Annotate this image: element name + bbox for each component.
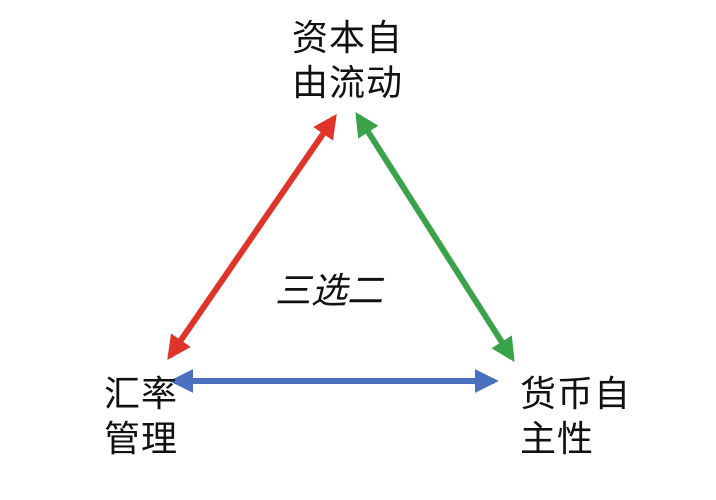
- node-exchange-rate-line1: 汇率: [104, 374, 179, 415]
- arrow-capital-monetary: [355, 111, 515, 363]
- center-label: 三选二: [275, 271, 384, 312]
- node-exchange-rate-line2: 管理: [104, 419, 179, 460]
- node-monetary-autonomy-line1: 货币自: [520, 374, 632, 415]
- node-capital-mobility: 资本自 由流动: [292, 16, 403, 106]
- node-exchange-rate-management: 汇率 管理: [104, 372, 178, 462]
- node-capital-mobility-line2: 由流动: [292, 63, 404, 104]
- node-monetary-autonomy: 货币自 主性: [520, 372, 631, 462]
- arrow-capital-exchange: [167, 114, 337, 360]
- node-capital-mobility-line1: 资本自: [292, 18, 404, 59]
- node-monetary-autonomy-line2: 主性: [520, 419, 595, 460]
